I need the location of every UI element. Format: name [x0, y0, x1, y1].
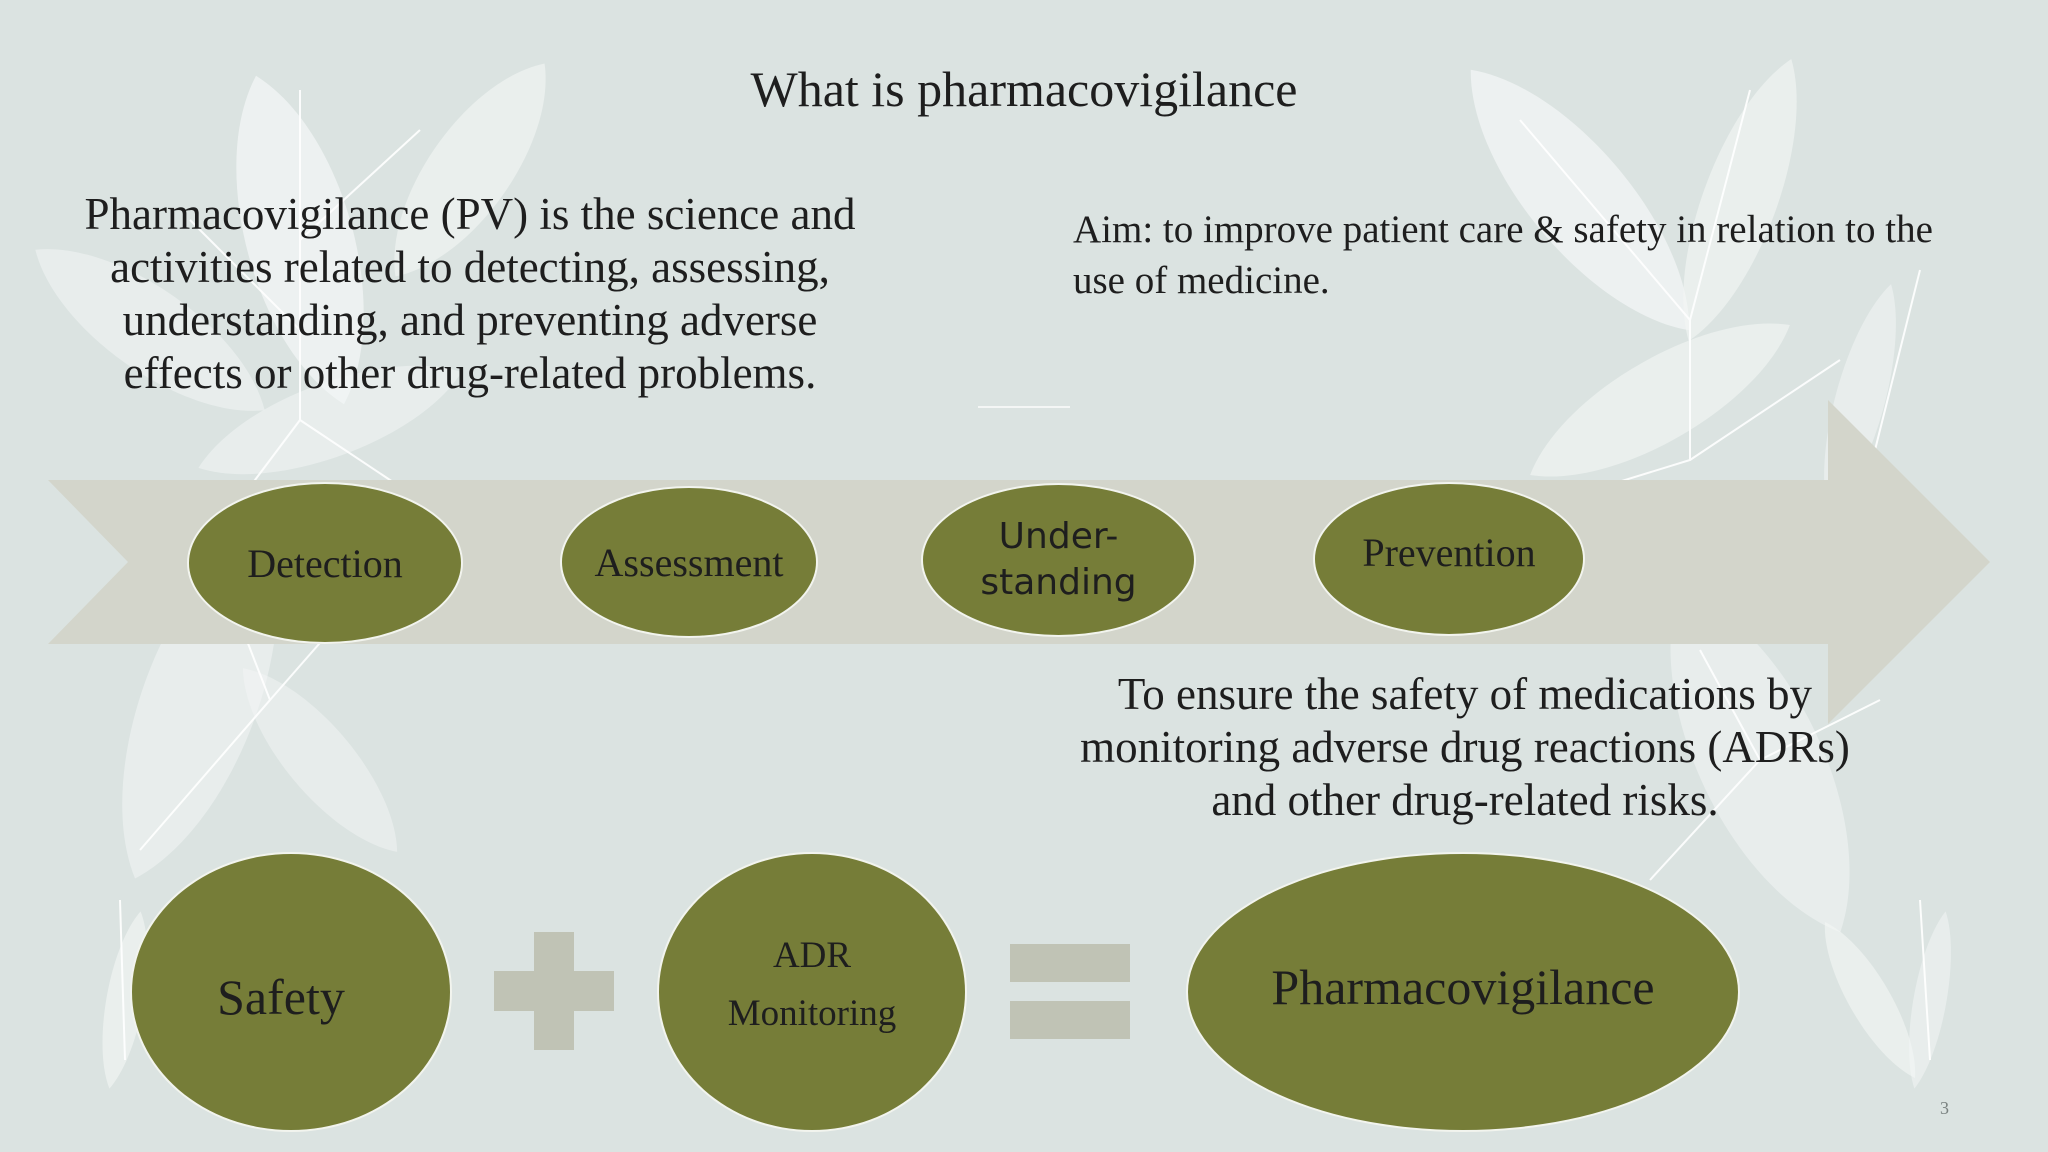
definition-text: Pharmacovigilance (PV) is the science an…: [84, 189, 856, 398]
slide-title: What is pharmacovigilance: [750, 61, 1298, 117]
step-label: Under- standing: [980, 516, 1137, 603]
step-assessment: Assessment: [560, 486, 818, 638]
aim-text: Aim: to improve patient care & safety in…: [1073, 208, 1933, 302]
divider-line: [978, 406, 1070, 408]
page-number: 3: [1940, 1098, 1949, 1118]
term-label: Safety: [217, 969, 345, 1025]
adr-monitoring-oval: ADR Monitoring: [657, 852, 967, 1132]
step-label: Assessment: [594, 539, 784, 585]
step-detection: Detection: [187, 482, 463, 644]
step-understanding: Under- standing: [921, 483, 1196, 637]
pharmacovigilance-oval: Pharmacovigilance: [1186, 852, 1740, 1132]
ensure-text: To ensure the safety of medications by m…: [1080, 669, 1850, 825]
equals-icon: [1010, 944, 1130, 1039]
step-label: Detection: [247, 540, 403, 586]
term-label: ADR Monitoring: [727, 935, 897, 1034]
result-label: Pharmacovigilance: [1271, 959, 1655, 1015]
step-label: Prevention: [1362, 529, 1536, 575]
step-prevention: Prevention: [1313, 482, 1585, 636]
plus-icon: [494, 932, 614, 1050]
safety-oval: Safety: [130, 852, 452, 1132]
